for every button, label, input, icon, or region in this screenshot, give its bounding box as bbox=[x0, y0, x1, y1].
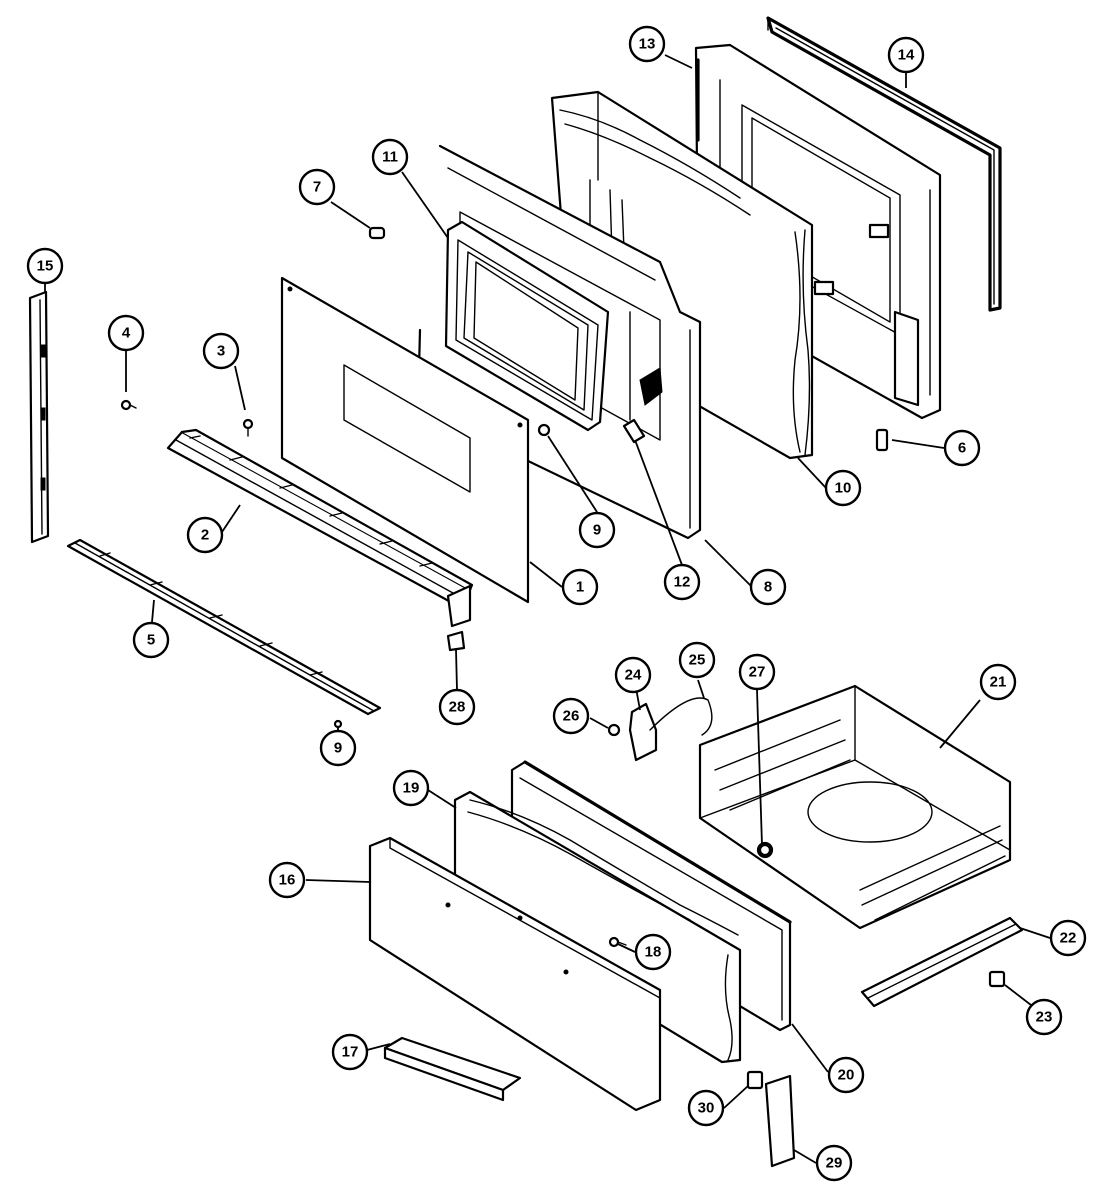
callout-15: 15 bbox=[26, 247, 64, 285]
callout-16: 16 bbox=[268, 861, 306, 899]
svg-text:9: 9 bbox=[593, 522, 601, 539]
svg-text:7: 7 bbox=[313, 179, 321, 196]
callout-12: 12 bbox=[663, 563, 701, 601]
callout-18: 18 bbox=[634, 933, 672, 971]
svg-text:11: 11 bbox=[382, 149, 398, 166]
callout-25: 25 bbox=[678, 641, 716, 679]
outer-door-panel-part-1 bbox=[280, 276, 530, 604]
svg-text:23: 23 bbox=[1036, 1009, 1053, 1026]
callout-3: 3 bbox=[202, 332, 240, 370]
svg-text:3: 3 bbox=[217, 343, 225, 360]
svg-text:29: 29 bbox=[826, 1155, 843, 1172]
callout-28: 28 bbox=[438, 688, 476, 726]
screw-part-7 bbox=[368, 226, 386, 240]
svg-text:1: 1 bbox=[576, 579, 584, 596]
lower-trim-part-5 bbox=[66, 538, 382, 716]
callout-5: 5 bbox=[132, 621, 170, 659]
screw-part-18 bbox=[608, 936, 627, 948]
callout-7: 7 bbox=[298, 168, 336, 206]
callout-26: 26 bbox=[552, 697, 590, 735]
svg-text:16: 16 bbox=[279, 872, 296, 889]
screw-part-3 bbox=[242, 418, 254, 437]
drawer-body-part-21 bbox=[698, 684, 1012, 930]
callout-1: 1 bbox=[561, 568, 599, 606]
svg-text:18: 18 bbox=[645, 944, 662, 961]
callout-13: 13 bbox=[628, 25, 666, 63]
svg-text:21: 21 bbox=[990, 674, 1007, 691]
callout-11: 11 bbox=[371, 138, 409, 176]
bracket-part-24 bbox=[628, 702, 658, 762]
svg-text:24: 24 bbox=[625, 667, 642, 684]
svg-text:10: 10 bbox=[835, 480, 852, 497]
callout-9-upper: 9 bbox=[578, 511, 616, 549]
clip-part-28 bbox=[446, 630, 466, 652]
svg-text:25: 25 bbox=[689, 652, 706, 669]
callout-24: 24 bbox=[614, 656, 652, 694]
screw-part-26 bbox=[607, 723, 621, 737]
svg-text:26: 26 bbox=[563, 708, 580, 725]
svg-text:28: 28 bbox=[449, 699, 466, 716]
callout-17: 17 bbox=[331, 1033, 369, 1071]
bumper-part-27 bbox=[758, 843, 772, 857]
svg-text:2: 2 bbox=[201, 527, 209, 544]
callout-21: 21 bbox=[979, 663, 1017, 701]
block-part-23 bbox=[988, 970, 1006, 988]
callout-10: 10 bbox=[824, 469, 862, 507]
svg-text:5: 5 bbox=[147, 632, 155, 649]
callout-4: 4 bbox=[107, 314, 145, 352]
clip-part-30 bbox=[746, 1070, 764, 1090]
callout-30: 30 bbox=[687, 1089, 725, 1127]
svg-text:30: 30 bbox=[698, 1100, 715, 1117]
wire-part-25 bbox=[649, 697, 713, 736]
side-trim-part-15 bbox=[28, 290, 50, 544]
callout-9-lower: 9 bbox=[319, 729, 357, 767]
svg-text:13: 13 bbox=[639, 36, 656, 53]
clip-part-6 bbox=[875, 428, 889, 452]
callout-2: 2 bbox=[186, 516, 224, 554]
window-glass-part-11 bbox=[444, 220, 610, 432]
callout-27: 27 bbox=[738, 653, 776, 691]
svg-text:6: 6 bbox=[958, 440, 966, 457]
callout-20: 20 bbox=[827, 1056, 865, 1094]
svg-text:14: 14 bbox=[898, 47, 915, 64]
svg-text:12: 12 bbox=[674, 574, 691, 591]
svg-text:8: 8 bbox=[764, 579, 772, 596]
svg-text:9: 9 bbox=[334, 740, 342, 757]
svg-text:19: 19 bbox=[403, 780, 420, 797]
svg-text:22: 22 bbox=[1060, 930, 1077, 947]
svg-text:17: 17 bbox=[342, 1044, 359, 1061]
side-trim-part-29 bbox=[764, 1074, 796, 1168]
handle-trim-part-2 bbox=[166, 428, 474, 628]
svg-text:20: 20 bbox=[838, 1067, 855, 1084]
svg-text:4: 4 bbox=[122, 325, 131, 342]
callout-22: 22 bbox=[1049, 919, 1087, 957]
callout-23: 23 bbox=[1025, 998, 1063, 1036]
spacer-part-12 bbox=[622, 418, 646, 444]
callout-19: 19 bbox=[392, 769, 430, 807]
drawer-slide-part-22 bbox=[860, 916, 1024, 1008]
svg-text:15: 15 bbox=[37, 258, 54, 275]
drawer-handle-part-17 bbox=[383, 1036, 522, 1102]
screw-part-9-upper bbox=[537, 423, 551, 437]
svg-text:27: 27 bbox=[749, 664, 766, 681]
callout-8: 8 bbox=[749, 568, 787, 606]
drawer-front-part-16 bbox=[368, 836, 662, 1112]
screw-part-4 bbox=[120, 399, 137, 411]
callout-29: 29 bbox=[815, 1144, 853, 1182]
door-gasket-part-14 bbox=[766, 16, 1002, 312]
callout-6: 6 bbox=[943, 429, 981, 467]
callout-14: 14 bbox=[887, 36, 925, 74]
